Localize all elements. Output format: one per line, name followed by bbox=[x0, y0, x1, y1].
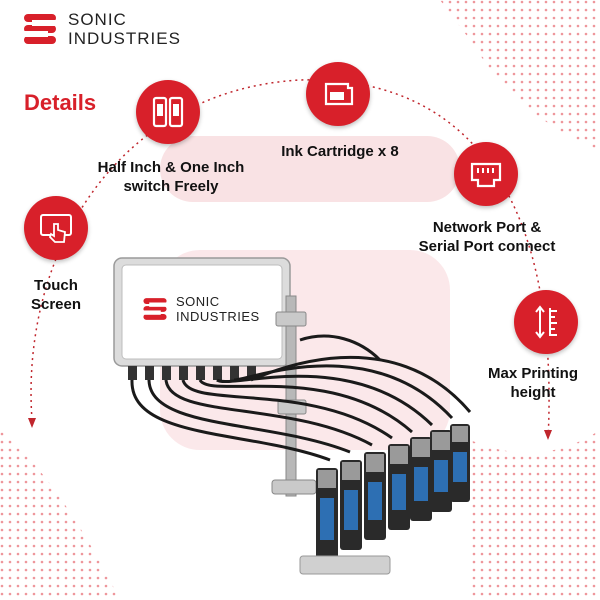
mounting-pole bbox=[285, 295, 297, 497]
feature-network-port-line2: Serial Port connect bbox=[418, 238, 556, 255]
brand-name-line1: SONIC bbox=[68, 10, 127, 29]
feature-ink-cartridge-badge bbox=[306, 62, 370, 126]
sonic-logo-icon bbox=[143, 298, 167, 320]
dot-pattern-bottom-right bbox=[470, 430, 600, 600]
height-ruler-icon bbox=[535, 305, 557, 339]
feature-network-port-line1: Network Port & bbox=[432, 219, 542, 236]
feature-half-inch-switch-badge bbox=[136, 80, 200, 144]
print-heads bbox=[316, 424, 470, 560]
sonic-logo-icon bbox=[24, 14, 56, 44]
feature-ink-cartridge-label: Ink Cartridge x 8 bbox=[262, 142, 418, 161]
brand-logo: SONIC INDUSTRIES bbox=[22, 10, 181, 48]
dot-pattern-bottom-left bbox=[0, 430, 120, 600]
device-brand-line1: SONIC bbox=[176, 294, 220, 309]
pole-base bbox=[271, 479, 317, 495]
cartridge-pair-icon bbox=[152, 96, 184, 128]
box-connectors bbox=[128, 366, 256, 380]
brand-name-line2: INDUSTRIES bbox=[68, 29, 181, 48]
device-screen-logo: SONIC INDUSTRIES bbox=[142, 294, 260, 324]
dot-pattern-top-right bbox=[440, 0, 600, 150]
feature-touch-screen-label: Touch Screen bbox=[16, 276, 96, 314]
feature-max-printing-height-line1: Max Printing bbox=[487, 365, 578, 382]
feature-half-inch-switch-line2: switch Freely bbox=[123, 178, 219, 195]
feature-max-printing-height-badge bbox=[514, 290, 578, 354]
cable-bundle bbox=[130, 334, 472, 462]
head-mount-plate bbox=[299, 555, 391, 575]
device-brand-line2: INDUSTRIES bbox=[176, 309, 260, 324]
feature-max-printing-height-label: Max Printing height bbox=[476, 364, 590, 402]
feature-half-inch-switch-line1: Half Inch & One Inch bbox=[97, 159, 245, 176]
feature-half-inch-switch-label: Half Inch & One Inch switch Freely bbox=[76, 158, 266, 196]
feature-max-printing-height-line2: height bbox=[510, 384, 556, 401]
dotted-arc bbox=[30, 79, 550, 441]
pink-band-top bbox=[160, 136, 460, 202]
feature-touch-screen-line2: Screen bbox=[30, 296, 82, 313]
feature-touch-screen-badge bbox=[24, 196, 88, 260]
feature-touch-screen-line1: Touch bbox=[34, 277, 78, 294]
feature-network-port-badge bbox=[454, 142, 518, 206]
feature-network-port-label: Network Port & Serial Port connect bbox=[404, 218, 570, 256]
ethernet-port-icon bbox=[470, 162, 502, 188]
arc-arrow-left bbox=[28, 418, 36, 428]
touch-screen-icon bbox=[40, 214, 72, 243]
arc-arrow-right bbox=[544, 430, 552, 440]
pole-clamp-top bbox=[275, 311, 307, 327]
details-heading: Details bbox=[24, 90, 97, 115]
feature-ink-cartridge-line1: Ink Cartridge x 8 bbox=[281, 143, 399, 160]
ink-cartridge-icon bbox=[324, 82, 354, 106]
